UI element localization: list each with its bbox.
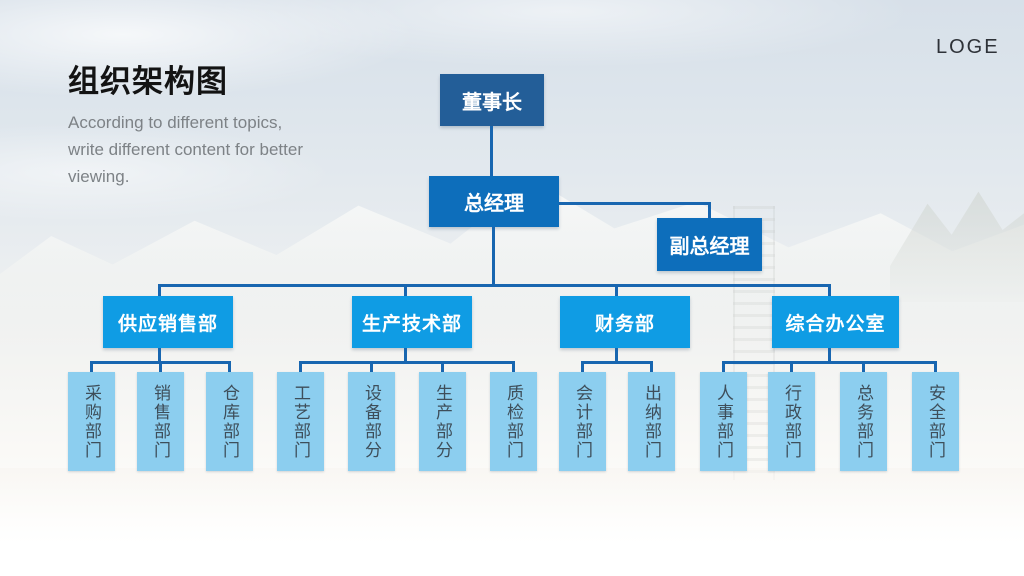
- connector-stub-cashier: [650, 361, 653, 372]
- subdept-label-accounting: 会计部门: [573, 383, 592, 460]
- subdept-box-quality: 质检部门: [490, 372, 537, 471]
- subdept-label-craft: 工艺部门: [291, 383, 310, 460]
- logo-text: LOGE: [936, 36, 1000, 58]
- connector-stub-craft: [299, 361, 302, 372]
- subdept-box-warehouse: 仓库部门: [206, 372, 253, 471]
- department-label-finance: 财务部: [594, 313, 655, 335]
- connector-general-office-rail: [722, 361, 937, 364]
- connector-stub-supply-sales: [158, 284, 161, 296]
- subdept-label-warehouse: 仓库部门: [220, 383, 239, 460]
- subdept-label-hr: 人事部门: [714, 383, 733, 460]
- page-title: 组织架构图: [68, 64, 228, 99]
- department-box-supply-sales: 供应销售部: [103, 296, 233, 348]
- connector-stub-production-tech: [404, 284, 407, 296]
- subdept-label-general-affairs: 总务部门: [854, 383, 873, 460]
- subdept-label-production: 生产部分: [433, 383, 452, 460]
- connector-stub-sales: [159, 361, 162, 372]
- subdept-box-admin: 行政部门: [768, 372, 815, 471]
- department-label-general-office: 综合办公室: [785, 313, 886, 335]
- connector-chairman-gm: [490, 126, 493, 176]
- subdept-label-quality: 质检部门: [504, 383, 523, 460]
- department-box-production-tech: 生产技术部: [352, 296, 472, 348]
- connector-gm-deputy-v: [708, 202, 711, 218]
- subdept-box-safety: 安全部门: [912, 372, 959, 471]
- connector-stub-warehouse: [228, 361, 231, 372]
- connector-stub-admin: [790, 361, 793, 372]
- connector-stub-general-office: [828, 284, 831, 296]
- connector-supply-sales-down: [158, 348, 161, 361]
- department-box-general-office: 综合办公室: [772, 296, 899, 348]
- chairman-box: 董事长: [440, 74, 544, 126]
- connector-gm-departments: [492, 227, 495, 284]
- chairman-label: 董事长: [462, 91, 522, 114]
- connector-stub-equipment: [370, 361, 373, 372]
- subdept-box-purchasing: 采购部门: [68, 372, 115, 471]
- subdept-label-purchasing: 采购部门: [82, 383, 101, 460]
- subdept-box-craft: 工艺部门: [277, 372, 324, 471]
- ground-fade-graphic: [0, 468, 1024, 576]
- subdept-label-admin: 行政部门: [782, 383, 801, 460]
- connector-production-tech-rail: [299, 361, 515, 364]
- subdept-box-production: 生产部分: [419, 372, 466, 471]
- subtitle-line-2: write different content for better: [68, 140, 303, 159]
- general-manager-box: 总经理: [429, 176, 559, 227]
- connector-stub-purchasing: [90, 361, 93, 372]
- connector-finance-down: [615, 348, 618, 361]
- connector-general-office-down: [828, 348, 831, 361]
- connector-stub-hr: [722, 361, 725, 372]
- subdept-label-equipment: 设备部分: [362, 383, 381, 460]
- subdept-box-equipment: 设备部分: [348, 372, 395, 471]
- subtitle-line-1: According to different topics,: [68, 113, 283, 132]
- department-box-finance: 财务部: [560, 296, 690, 348]
- page-subtitle: According to different topics, write dif…: [68, 109, 303, 190]
- connector-production-tech-down: [404, 348, 407, 361]
- subdept-box-hr: 人事部门: [700, 372, 747, 471]
- general-manager-label: 总经理: [464, 193, 524, 215]
- subdept-box-cashier: 出纳部门: [628, 372, 675, 471]
- connector-stub-accounting: [581, 361, 584, 372]
- connector-departments-rail: [158, 284, 831, 287]
- subdept-label-safety: 安全部门: [926, 383, 945, 460]
- connector-gm-deputy-h: [559, 202, 711, 205]
- connector-stub-quality: [512, 361, 515, 372]
- connector-stub-finance: [615, 284, 618, 296]
- connector-finance-rail: [581, 361, 653, 364]
- connector-stub-safety: [934, 361, 937, 372]
- department-label-production-tech: 生产技术部: [361, 313, 462, 335]
- subdept-label-sales: 销售部门: [151, 383, 170, 460]
- subdept-box-sales: 销售部门: [137, 372, 184, 471]
- connector-stub-production: [441, 361, 444, 372]
- department-label-supply-sales: 供应销售部: [117, 313, 218, 335]
- connector-stub-general-affairs: [862, 361, 865, 372]
- deputy-general-manager-label: 副总经理: [669, 236, 750, 258]
- subdept-box-accounting: 会计部门: [559, 372, 606, 471]
- deputy-general-manager-box: 副总经理: [657, 218, 762, 271]
- subdept-box-general-affairs: 总务部门: [840, 372, 887, 471]
- subtitle-line-3: viewing.: [68, 167, 130, 186]
- subdept-label-cashier: 出纳部门: [642, 383, 661, 460]
